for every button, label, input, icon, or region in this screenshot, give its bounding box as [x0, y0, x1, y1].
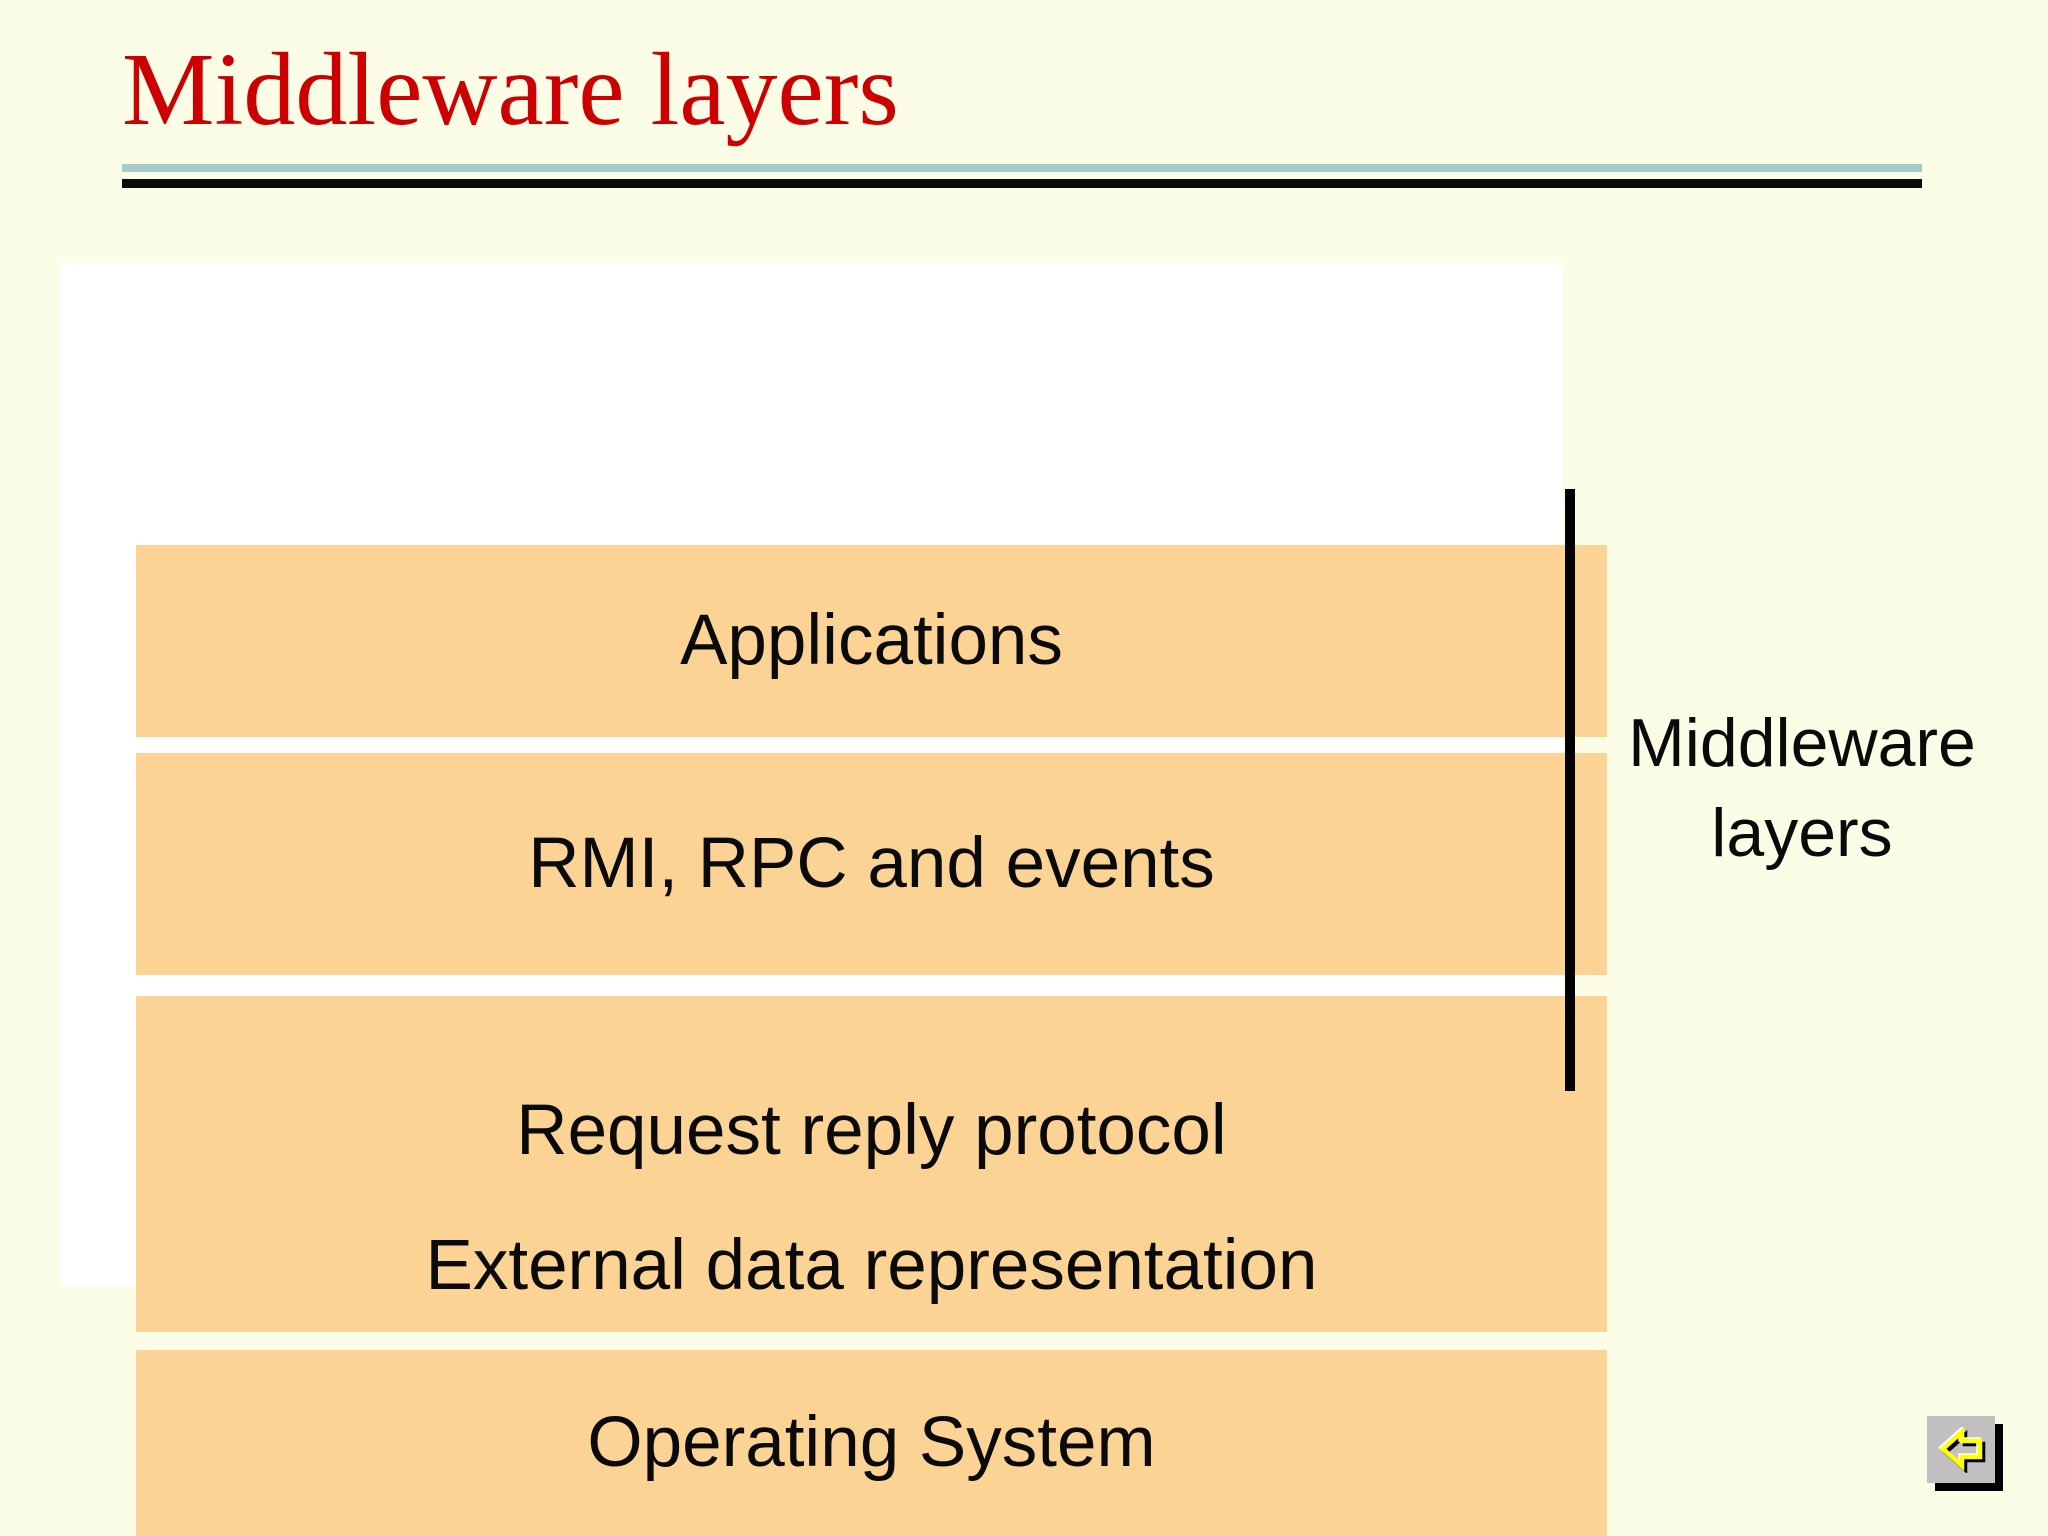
layer-label-applications: Applications — [680, 601, 1063, 680]
diagram-panel: Applications RMI, RPC and events Request… — [60, 263, 1607, 1536]
title-underline-teal — [122, 164, 1922, 172]
title-underline-black — [122, 179, 1922, 188]
page-title: Middleware layers — [122, 32, 899, 147]
layer-box-applications: Applications — [136, 545, 1607, 737]
back-arrow-icon — [1938, 1426, 1986, 1473]
middleware-bracket-line — [1565, 489, 1575, 1091]
layer-label-operating-system: Operating System — [587, 1403, 1156, 1482]
layer-box-protocol: Request reply protocol External data rep… — [136, 996, 1607, 1332]
middleware-bracket-label-line2: layers — [1711, 795, 1893, 871]
back-button[interactable] — [1927, 1416, 1995, 1483]
layer-box-rmi-rpc-events: RMI, RPC and events — [136, 753, 1607, 975]
layer-box-operating-system: Operating System — [136, 1350, 1607, 1536]
middleware-bracket-label: Middleware layers — [1602, 698, 2002, 878]
layer-label-request-reply-protocol: Request reply protocol — [516, 1091, 1227, 1170]
layer-label-rmi-rpc-events: RMI, RPC and events — [528, 824, 1215, 903]
middleware-bracket-label-line1: Middleware — [1628, 705, 1976, 781]
layer-label-external-data-representation: External data representation — [425, 1226, 1318, 1305]
